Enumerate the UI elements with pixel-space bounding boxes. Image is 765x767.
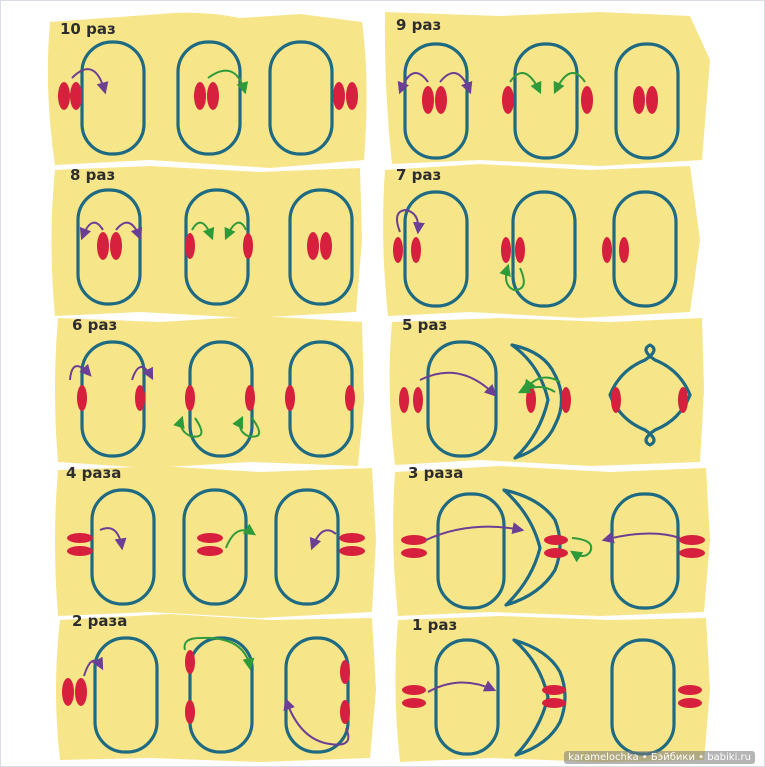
panel-6-times: 6 раз: [55, 316, 364, 468]
panel-1-time: 1 раз: [395, 616, 710, 762]
panel-label: 10 раз: [60, 20, 116, 38]
panel-5-times: 5 раз: [390, 316, 704, 466]
panel-4-times: 4 раза: [55, 464, 376, 618]
panel-label: 9 раз: [396, 16, 441, 34]
panel-label: 6 раз: [72, 316, 117, 334]
panel-background: [55, 316, 364, 468]
panel-label: 5 раз: [402, 316, 447, 334]
watermark: karamelochka • Бэйбики • babiki.ru: [564, 751, 755, 764]
panel-3-times: 3 раза: [393, 464, 710, 616]
panel-label: 7 раз: [396, 166, 441, 184]
panel-7-times: 7 раз: [383, 164, 700, 318]
panel-label: 8 раз: [70, 166, 115, 184]
panel-9-times: 9 раз: [385, 12, 710, 166]
panel-10-times: 10 раз: [48, 13, 367, 168]
panel-label: 2 раза: [72, 612, 127, 630]
panel-8-times: 8 раз: [52, 166, 363, 318]
panel-2-times: 2 раза: [56, 612, 376, 762]
panel-background: [383, 164, 700, 318]
panel-label: 4 раза: [66, 464, 121, 482]
panel-background: [385, 12, 710, 166]
panel-label: 1 раз: [412, 616, 457, 634]
panel-label: 3 раза: [408, 464, 463, 482]
panel-background: [56, 614, 376, 762]
